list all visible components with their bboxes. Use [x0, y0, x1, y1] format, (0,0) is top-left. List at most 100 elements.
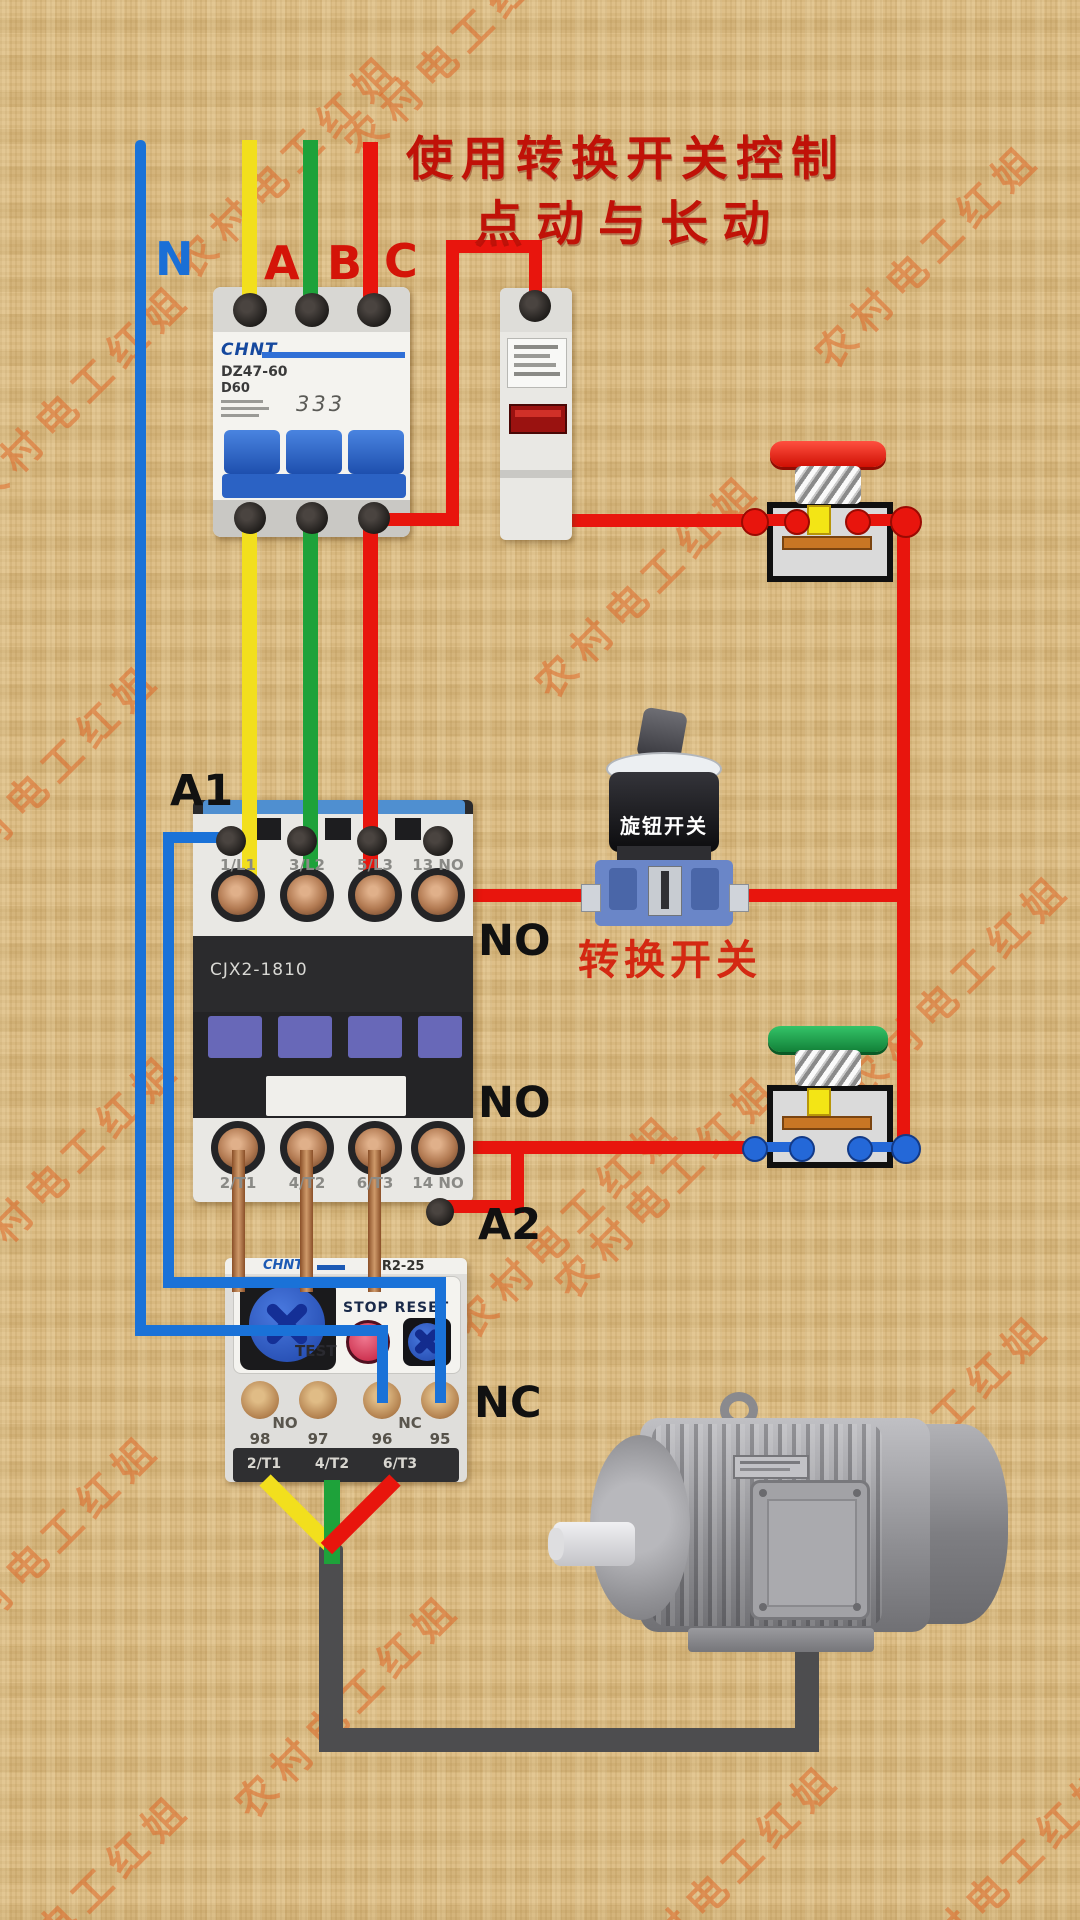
breaker-terminal — [295, 293, 329, 327]
relay-adjust-dial[interactable] — [249, 1286, 325, 1362]
fuse-holder — [500, 288, 572, 540]
label-phase-c: C — [384, 234, 418, 288]
fuse-label — [507, 338, 567, 388]
contactor-coil-a1-terminal — [216, 826, 246, 856]
breaker-model: DZ47-60 — [221, 364, 288, 380]
motor-shaft-tip — [548, 1528, 564, 1560]
terminal-label: 5/L3 — [357, 856, 393, 874]
terminal-label: 13 NO — [412, 856, 464, 874]
a2-stub-wire — [438, 1200, 518, 1213]
fuse-top-wire — [446, 240, 542, 253]
relay-terminal-number: 96 — [371, 1430, 393, 1448]
wire-junction-blue — [742, 1136, 768, 1162]
breaker-toggle-3[interactable] — [348, 430, 404, 474]
rotary-face-label: 旋钮开关 — [620, 814, 708, 838]
phase-b-wire-mid — [303, 524, 318, 890]
red-button-cap[interactable] — [770, 441, 886, 467]
rotary-caption: 转换开关 — [578, 936, 762, 984]
green-button-cap[interactable] — [768, 1026, 888, 1052]
contactor-top-slot — [325, 818, 351, 840]
copper-pin — [232, 1150, 245, 1292]
breaker-terminal — [296, 502, 328, 534]
label-no-14: NO — [478, 1078, 551, 1128]
a1-wire-horizontal — [163, 832, 235, 843]
phase-a-wire-mid — [242, 524, 257, 888]
watermark: 农村电工红姐 — [0, 652, 172, 899]
motor-cable-horizontal — [319, 1728, 819, 1752]
red-button-terminal — [784, 509, 810, 535]
green-button-terminal — [789, 1136, 815, 1162]
red-button-contact-bar — [782, 536, 872, 550]
watermark: 农村电工红姐 — [0, 1422, 172, 1669]
wire-junction — [741, 508, 769, 536]
control-wire-right-vertical — [897, 514, 910, 1159]
a1-wire-drop-95 — [435, 1277, 446, 1403]
green-button-terminal — [847, 1136, 873, 1162]
watermark: 农村电工红姐 — [225, 1582, 472, 1829]
contactor-terminal-1L1 — [211, 868, 265, 922]
breaker-spec-line — [221, 400, 263, 403]
motor — [548, 1388, 1018, 1663]
phase-c-wire-mid — [363, 510, 378, 896]
contactor-model: CJX2-1810 — [210, 960, 308, 980]
relay-brand: CHNT — [263, 1258, 304, 1273]
contactor-terminal-13NO — [411, 868, 465, 922]
label-nc: NC — [474, 1378, 542, 1428]
neutral-wire-horizontal — [135, 1325, 388, 1336]
contactor-module-band — [193, 1012, 473, 1118]
rotary-contact-block — [581, 860, 749, 926]
terminal-label: 6/T3 — [356, 1174, 394, 1192]
red-button-plunger — [807, 505, 831, 535]
terminal-label: 14 NO — [412, 1174, 464, 1192]
breaker-terminal — [358, 502, 390, 534]
relay-load-terminal: 6/T3 — [382, 1456, 418, 1472]
relay-terminal-number: 98 — [249, 1430, 271, 1448]
relay-terminal-number: 95 — [429, 1430, 451, 1448]
phase-a-wire-top — [242, 140, 257, 302]
relay-stop-reset-label: STOP RESET — [343, 1300, 450, 1316]
breaker-rating: D60 — [221, 381, 250, 396]
page-title-line2: 点动与长动 — [474, 196, 785, 252]
watermark: 农村电工红姐 — [885, 1752, 1080, 1920]
thermal-relay: CHNT NR2-25 STOP RESET TEST — [225, 1258, 467, 1482]
a2-riser-wire — [511, 1141, 524, 1213]
breaker-toggle-bar[interactable] — [222, 474, 406, 498]
contactor-top-screw — [357, 826, 387, 856]
breaker-toggle-2[interactable] — [286, 430, 342, 474]
control-wire-14no — [438, 1141, 758, 1154]
contactor-terminal-5L3 — [348, 868, 402, 922]
contactor-top-slot — [395, 818, 421, 840]
rotary-switch-body[interactable]: 旋钮开关 — [609, 772, 719, 852]
breaker-toggle-1[interactable] — [224, 430, 280, 474]
relay-no-label: NO — [272, 1414, 298, 1432]
breaker-pole-marks: 333 — [296, 392, 346, 416]
motor-terminal-box — [750, 1480, 870, 1620]
neutral-wire-drop-96 — [377, 1325, 388, 1403]
relay-load-terminal: 4/T2 — [314, 1456, 350, 1472]
red-button-terminal — [845, 509, 871, 535]
phase-c-wire-top — [363, 142, 378, 304]
contactor-top-slot — [255, 818, 281, 840]
terminal-label: 1/L1 — [220, 856, 256, 874]
wire-junction-blue — [891, 1134, 921, 1164]
green-button-plunger — [807, 1088, 831, 1116]
relay-terminal-97 — [299, 1381, 337, 1419]
fuse-riser-wire — [446, 240, 459, 526]
motor-shaft — [553, 1522, 635, 1566]
wire-junction — [890, 506, 922, 538]
neutral-wire-vertical — [135, 140, 146, 1336]
fuse-groove — [500, 470, 572, 478]
green-button-left-link — [753, 1142, 805, 1152]
breaker-brand-stripe — [262, 352, 405, 358]
relay-load-terminal: 2/T1 — [246, 1456, 282, 1472]
terminal-label: 2/T1 — [219, 1174, 257, 1192]
contactor-top-stripe — [203, 800, 465, 814]
contactor-coil-a2-terminal — [426, 1198, 454, 1226]
a1-wire-vertical — [163, 832, 174, 1288]
green-button-contact-bar — [782, 1116, 872, 1130]
motor-nameplate — [733, 1455, 809, 1479]
relay-test-label: TEST — [295, 1342, 337, 1360]
watermark: 农村电工红姐 — [605, 1752, 852, 1920]
relay-terminal-98 — [241, 1381, 279, 1419]
